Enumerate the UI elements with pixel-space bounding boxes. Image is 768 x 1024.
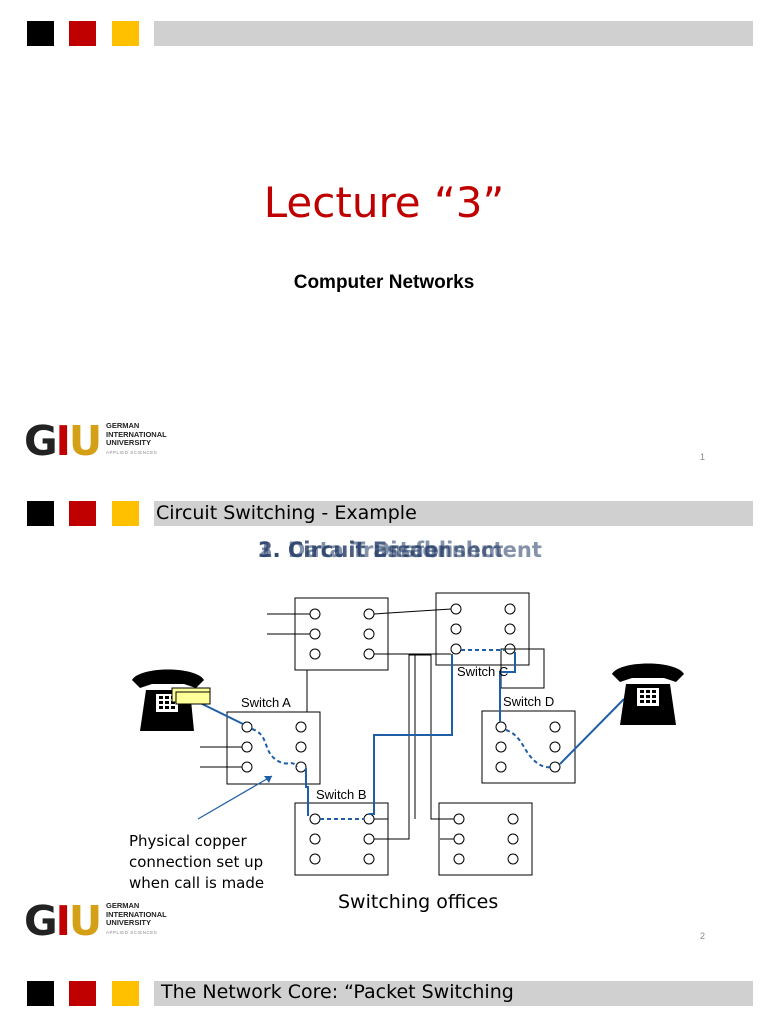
slide-1: Lecture “3” Computer Networks GIU GERMAN… — [0, 0, 768, 480]
slide-3: The Network Core: “Packet Switching — [0, 960, 768, 1024]
switch-c-extension — [500, 648, 545, 689]
giu-logo: GIU GERMAN INTERNATIONAL UNIVERSITY APPL… — [24, 417, 184, 465]
switch-b-label: Switch B — [316, 787, 367, 802]
yellow-square-icon — [112, 981, 139, 1006]
giu-logo-tagline: APPLIED SCIENCES — [106, 450, 158, 455]
black-square-icon — [27, 501, 54, 526]
switch-d-box — [481, 710, 576, 784]
black-square-icon — [27, 21, 54, 46]
annotation-line-3: when call is made — [129, 874, 264, 892]
trunk-lines — [200, 608, 454, 840]
step-title-b: 2. Data Transfer — [258, 538, 449, 562]
switch-c-label: Switch C — [457, 664, 508, 679]
red-square-icon — [69, 21, 96, 46]
black-square-icon — [27, 981, 54, 1006]
header-bar — [154, 21, 753, 46]
telephone-right-icon — [612, 663, 684, 725]
header-bar — [154, 981, 753, 1006]
switching-offices-caption: Switching offices — [338, 891, 498, 913]
giu-logo-text: GERMAN INTERNATIONAL UNIVERSITY — [106, 901, 167, 927]
giu-logo-letters: GIU — [24, 417, 102, 465]
circuit-switching-diagram: Switch A Switch B Switch C Switch D Phys… — [129, 592, 684, 913]
course-subtitle: Computer Networks — [293, 272, 475, 293]
annotation-line-1: Physical copper — [129, 832, 247, 850]
circuit-path — [189, 649, 625, 820]
giu-logo-letters: GIU — [24, 897, 102, 945]
slide-header: The Network Core: “Packet Switching — [161, 981, 514, 1003]
slide-2: Circuit Switching - Example 1. Circuit E… — [0, 480, 768, 960]
page-number: 1 — [700, 452, 706, 462]
header-bar — [154, 501, 753, 526]
giu-logo: GIU GERMAN INTERNATIONAL UNIVERSITY APPL… — [24, 897, 184, 945]
annotation-line-2: connection set up — [129, 853, 263, 871]
step-title-a: 1. Circuit Establishment — [258, 538, 542, 562]
switch-bottom-right-box — [438, 802, 533, 876]
annotation-arrowhead — [264, 776, 272, 783]
giu-logo-tagline: APPLIED SCIENCES — [106, 930, 158, 935]
switch-d-label: Switch D — [503, 694, 554, 709]
slide-header: Circuit Switching - Example — [156, 502, 417, 524]
lecture-title: Lecture “3” — [263, 178, 505, 227]
red-square-icon — [69, 981, 96, 1006]
yellow-square-icon — [112, 501, 139, 526]
step-title-c: 3. Circuit Disconnect — [258, 538, 504, 562]
page-number: 2 — [700, 931, 706, 941]
yellow-square-icon — [112, 21, 139, 46]
switch-a-label: Switch A — [241, 695, 291, 710]
telephone-left-icon — [132, 669, 211, 731]
giu-logo-text: GERMAN INTERNATIONAL UNIVERSITY — [106, 421, 167, 447]
switch-a-box — [226, 711, 321, 785]
switch-c-box — [435, 592, 530, 666]
red-square-icon — [69, 501, 96, 526]
